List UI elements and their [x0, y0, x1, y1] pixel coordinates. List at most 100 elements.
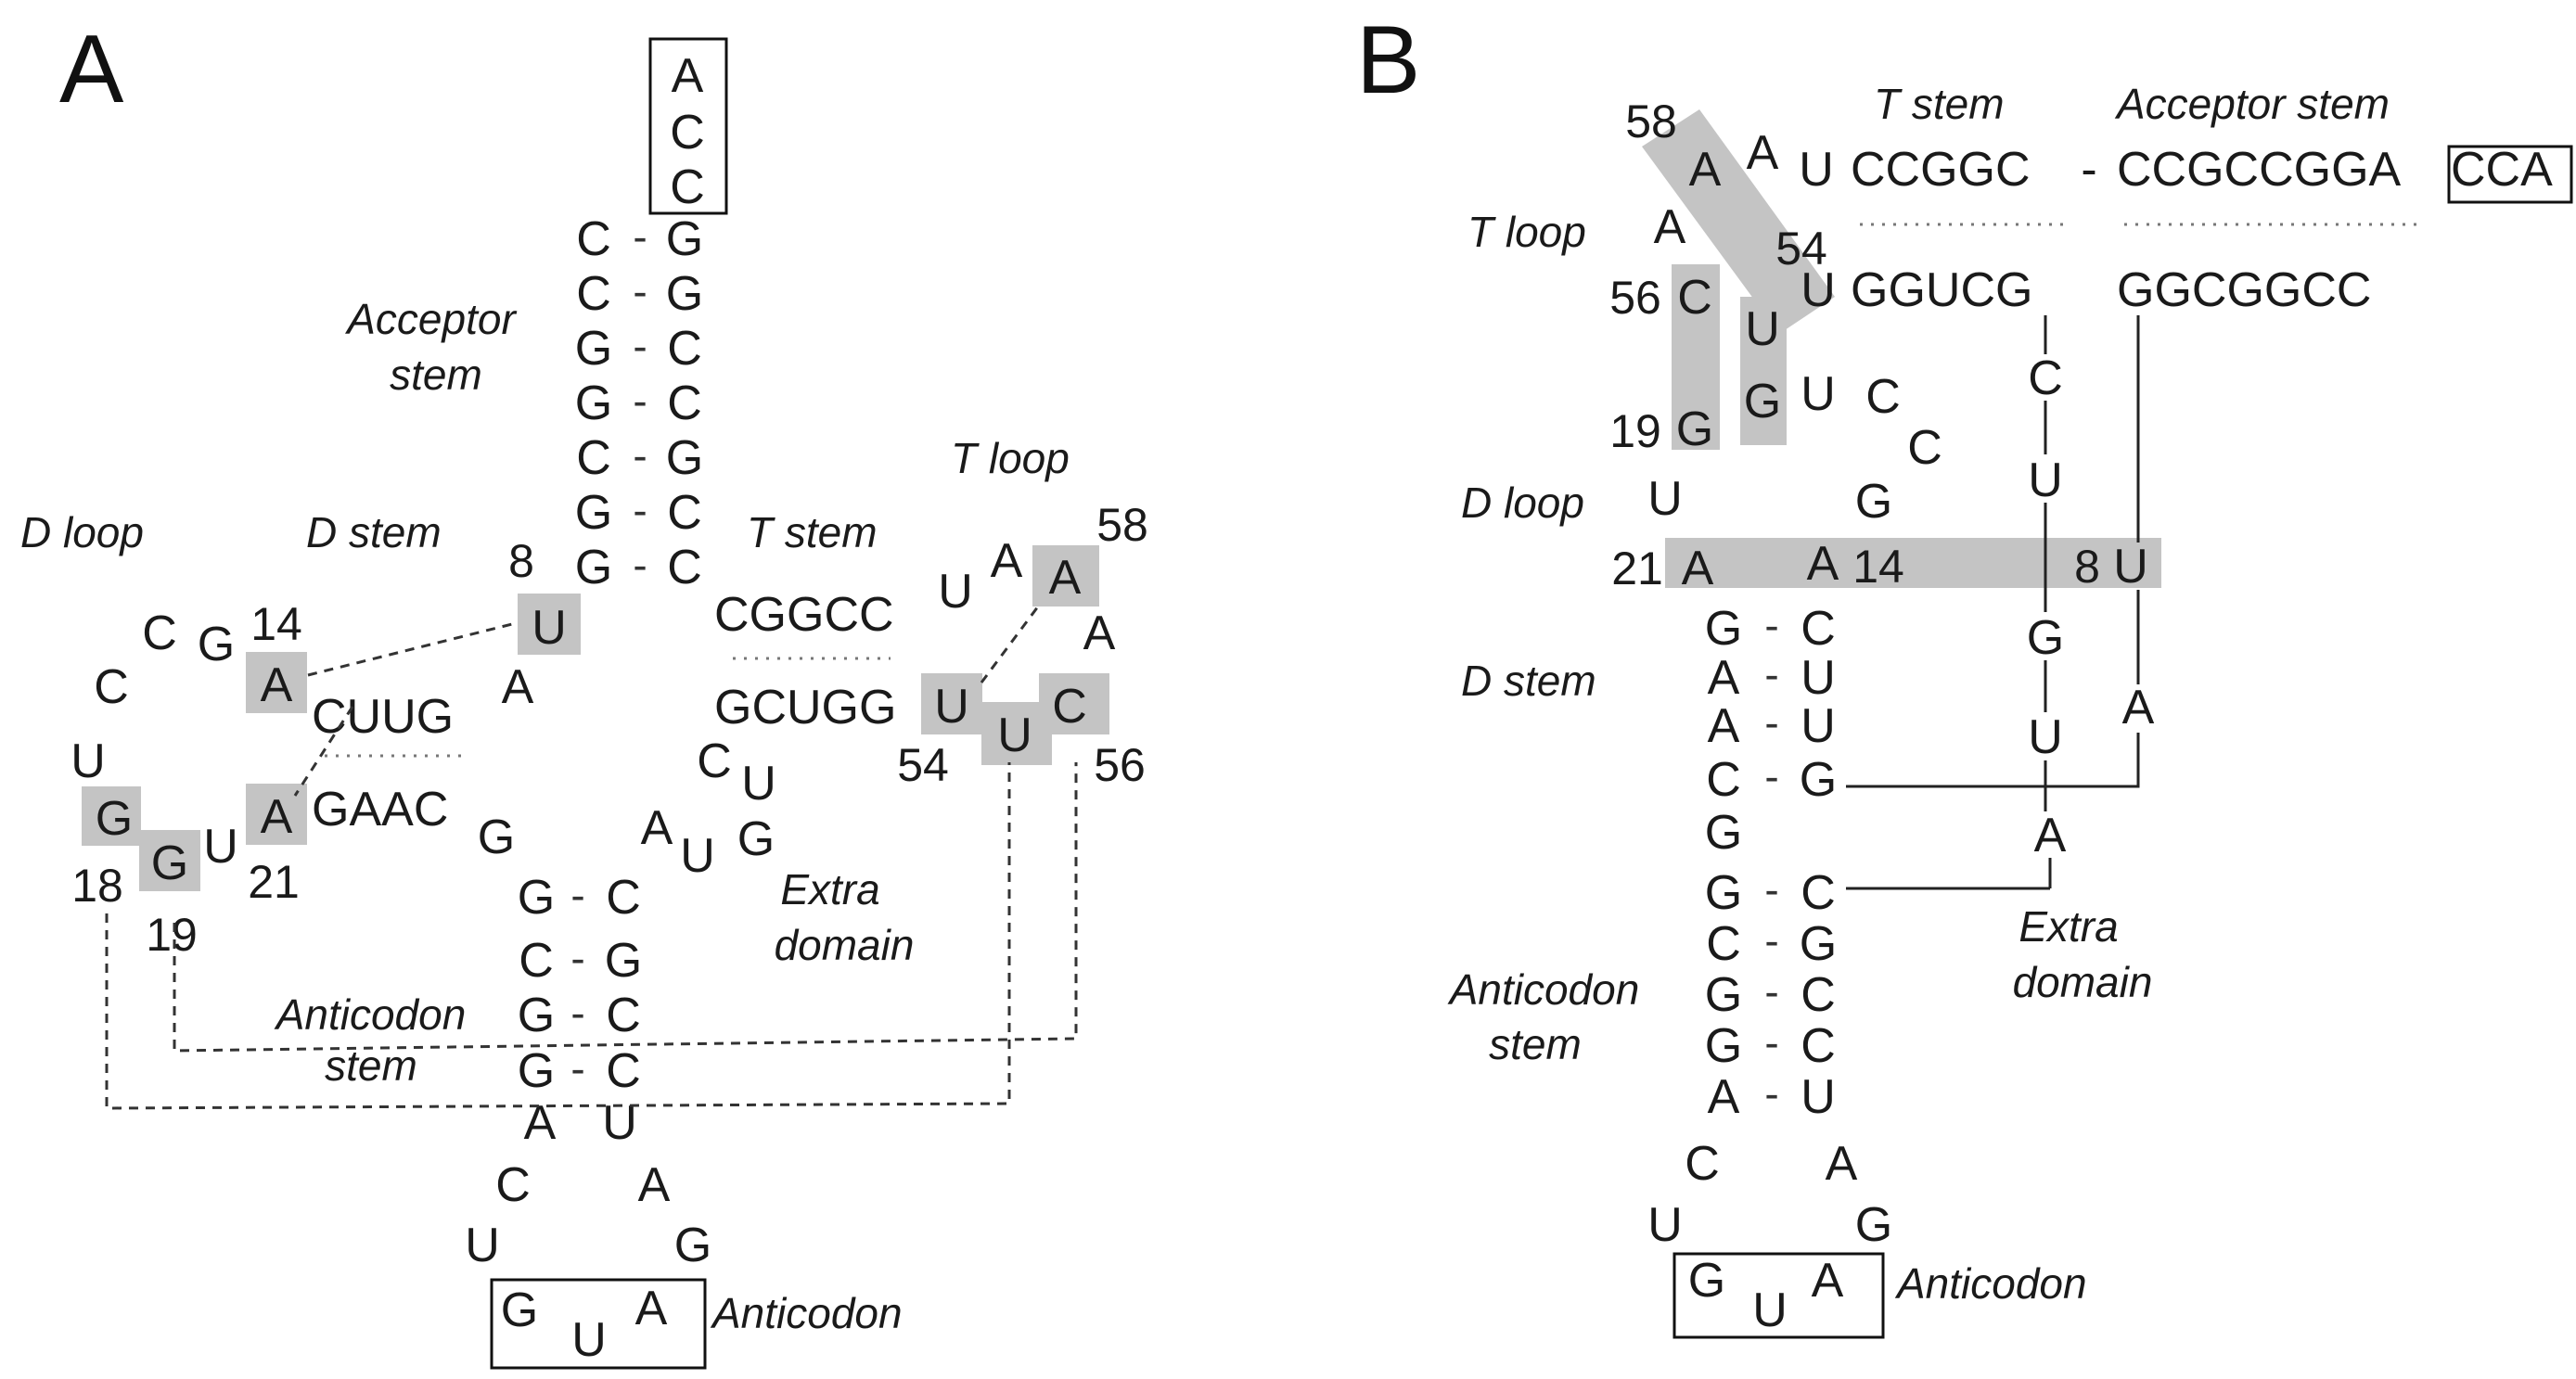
d-arm-a: U A CUUG GAAC A G C C U G G U A G [70, 601, 567, 890]
acc3-2: G [666, 267, 703, 321]
nt-a14: A [261, 658, 293, 712]
highlight-c56 [1039, 673, 1109, 734]
anticodon-arm-a: G C G G - - - - C G C C A C U U A G G U … [465, 871, 711, 1370]
acc3-1: G [666, 212, 703, 266]
acstem3-1-b: C [1801, 866, 1836, 920]
acstem3-4-b: C [1801, 1019, 1836, 1073]
highlight-g18 [82, 786, 141, 846]
nt-a9: A [502, 660, 534, 714]
nt-g15: G [198, 618, 235, 671]
num-54-b: 54 [1775, 223, 1827, 275]
nt-c17: C [94, 660, 129, 714]
nt-g18: G [96, 792, 133, 846]
nt-extra-u1: U [680, 829, 715, 883]
panel-b-letter: B [1356, 6, 1420, 114]
ac5-2: C [519, 934, 554, 988]
interaction-u54-a58 [980, 602, 1043, 683]
nt-a57-b: A [1654, 200, 1686, 254]
pair-dot: - [633, 322, 647, 370]
pair-dot: - [633, 431, 647, 479]
nt-a57: A [1083, 607, 1116, 660]
ac3-4: C [606, 1044, 641, 1098]
nt-c16-b: C [1907, 421, 1942, 475]
label-anticodon-stem-b-2: stem [1489, 1020, 1582, 1068]
cca-box-b [2447, 145, 2573, 204]
nt-g19: G [151, 836, 188, 890]
nt-a9-b: A [2122, 681, 2155, 734]
acstem5-1-b: G [1705, 866, 1742, 920]
pair-dot: - [1764, 601, 1778, 649]
acstem5-4-b: G [1705, 1019, 1742, 1073]
nt-u55-b: U [1745, 302, 1780, 356]
loop-a-b: A [1826, 1137, 1858, 1191]
nt-g26: G [478, 811, 515, 864]
label-t-loop: T loop [951, 434, 1070, 482]
acc3-5: G [666, 431, 703, 485]
d-region-b: U A A U [1647, 472, 2148, 595]
highlight-u8 [518, 594, 581, 655]
nt-u8: U [532, 601, 567, 655]
t-stem-bottom: GCUGG [714, 681, 896, 734]
nt-extra-a: A [641, 801, 673, 855]
acceptor-stem-a: C C G G C G G - - - - - - - G G C C G C … [575, 212, 703, 594]
anticodon-stem-b: G C G G A - - - - - C G C C U [1705, 865, 1837, 1124]
num-8-b: 8 [2074, 541, 2100, 593]
a9-to-dstem-line [1846, 733, 2140, 788]
pair-dot: - [1764, 967, 1778, 1015]
acc3-4: C [667, 377, 702, 430]
num-14: 14 [250, 598, 302, 650]
t-loop-b: C U G G U C C G [1676, 271, 1942, 529]
extra-domain-a: A U C U G [641, 734, 776, 883]
acceptor-t-bottom-row-b: A U GGUCG GGCGGCC [1654, 200, 2372, 317]
acstem5-5-b: A [1708, 1070, 1740, 1124]
label-anticodon-stem-2: stem [325, 1041, 417, 1090]
nt-g19-b: G [1676, 402, 1713, 456]
acstem5-2-b: C [1706, 917, 1741, 971]
ac5-1: G [518, 871, 555, 925]
acc5-2: C [576, 267, 611, 321]
label-extra-domain-2: domain [775, 921, 915, 969]
nt-u8-b: U [2113, 540, 2148, 594]
nt-c56: C [1052, 680, 1087, 734]
nt-u17a: U [70, 734, 106, 788]
highlight-u54 [921, 673, 982, 734]
acstem5-3-b: G [1705, 968, 1742, 1022]
anticodon-u-b: U [1752, 1283, 1788, 1337]
loop-c33: C [495, 1158, 531, 1212]
d-stem-top: CUUG [312, 690, 454, 744]
label-t-stem: T stem [747, 508, 878, 556]
anticodon-u: U [571, 1313, 607, 1367]
loop-a32: A [524, 1096, 557, 1150]
anticodon-g: G [501, 1283, 538, 1337]
t-stem-bottom-b: GGUCG [1851, 263, 2032, 317]
pair-dot: - [570, 1044, 584, 1092]
t-arm-a: CGGCC GCUGG U U C A A A U [714, 534, 1116, 762]
interaction-a14-a21 [293, 706, 354, 797]
pair-dot: - [1764, 698, 1778, 747]
dstem5-1-b: G [1705, 602, 1742, 656]
num-58: 58 [1096, 499, 1148, 551]
pair-dot: - [1764, 1069, 1778, 1117]
loop-c-b: C [1685, 1137, 1720, 1191]
num-21-b: 21 [1611, 543, 1663, 594]
nt-a58: A [1049, 551, 1082, 605]
label-t-stem-b: T stem [1874, 80, 2005, 128]
acceptor-t-top-row-b: A A U CCGGC - CCGCCGGA CCA [1689, 126, 2573, 204]
num-19: 19 [146, 909, 198, 961]
num-18: 18 [71, 860, 123, 912]
highlight-g19 [139, 830, 200, 891]
nt-g26-b: G [1705, 806, 1742, 860]
tertiary-interactions-a [105, 602, 1078, 1110]
label-acceptor-stem-1: Acceptor [344, 295, 517, 343]
nt-extra-u2: U [741, 757, 776, 811]
connector-b: C U G U A A [1846, 315, 2155, 890]
nt-c74: C [670, 160, 705, 214]
panel-a-letter: A [59, 16, 124, 123]
acceptor-top-b: CCGCCGGA [2117, 143, 2402, 197]
cca-b: CCA [2451, 143, 2553, 197]
highlight-c56-g19 [1672, 264, 1720, 450]
acc5-7: G [575, 541, 612, 594]
pair-dot: - [570, 871, 584, 919]
nt-g15-b: G [1855, 475, 1892, 529]
